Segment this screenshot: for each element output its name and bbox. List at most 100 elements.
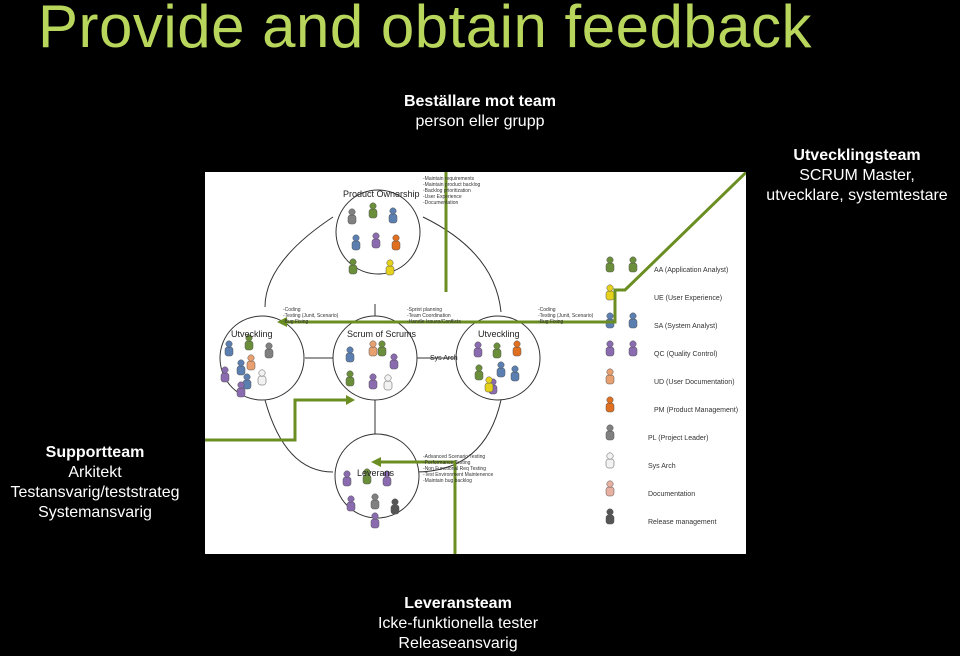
person-icon <box>220 366 230 383</box>
person-icon <box>492 342 502 359</box>
person-icon <box>605 452 615 469</box>
person-icon <box>628 340 638 357</box>
callout-heading: Supportteam <box>45 444 145 461</box>
label-utveckling-right: Utveckling <box>478 329 520 339</box>
label-sys-arch: Sys Arch <box>430 355 458 362</box>
circle-product-ownership <box>335 189 421 275</box>
legend-label: AA (Application Analyst) <box>654 267 729 274</box>
callout-line: utvecklare, systemtestare <box>766 187 948 204</box>
notes-utveckling-left: -Coding -Testing (Junit, Scenario) -Bug … <box>283 307 339 325</box>
arrowhead-bottom <box>371 457 381 467</box>
person-icon <box>351 234 361 251</box>
flow-curve <box>264 216 334 308</box>
person-icon <box>371 232 381 249</box>
person-icon <box>383 374 393 391</box>
person-icon <box>605 424 615 441</box>
person-icon <box>345 346 355 363</box>
person-icon <box>346 495 356 512</box>
person-icon <box>368 202 378 219</box>
legend-label: PL (Project Leader) <box>648 435 709 442</box>
person-icon <box>605 340 615 357</box>
arrowhead-left <box>346 395 355 405</box>
person-icon <box>368 340 378 357</box>
callout-line: Arkitekt <box>68 464 122 481</box>
person-icon <box>370 512 380 529</box>
person-icon <box>244 334 254 351</box>
person-icon <box>257 369 267 386</box>
person-icon <box>377 340 387 357</box>
person-icon <box>382 470 392 487</box>
arrow-top <box>444 172 448 292</box>
person-icon <box>605 368 615 385</box>
person-icon <box>496 361 506 378</box>
callout-line: Testansvarig/teststrateg <box>10 484 180 501</box>
arrow-left <box>205 398 350 442</box>
person-icon <box>628 312 638 329</box>
person-icon <box>605 480 615 497</box>
person-icon <box>628 256 638 273</box>
person-icon <box>605 312 615 329</box>
page-title: Provide and obtain feedback <box>38 0 813 60</box>
person-icon <box>388 207 398 224</box>
notes-product-ownership: -Maintain requirements -Maintain product… <box>423 176 481 206</box>
person-icon <box>264 342 274 359</box>
callout-heading: Beställare mot team <box>403 93 557 110</box>
person-icon <box>236 381 246 398</box>
legend-icons <box>605 256 638 525</box>
callout-delivery-team: Leveransteam Icke-funktionella tester Re… <box>358 594 558 654</box>
person-icon <box>510 365 520 382</box>
arrow-bottom <box>375 460 457 554</box>
legend-label: UE (User Experience) <box>654 295 723 302</box>
person-icon <box>605 508 615 525</box>
person-icon <box>348 258 358 275</box>
callout-support-team: Supportteam Arkitekt Testansvarig/testst… <box>0 443 190 523</box>
person-icon <box>605 396 615 413</box>
legend-label: QC (Quality Control) <box>654 351 718 358</box>
callout-line: Releaseansvarig <box>398 635 518 652</box>
arrowhead-right <box>277 317 287 327</box>
callout-dev-team: Utvecklingsteam SCRUM Master, utvecklare… <box>752 146 960 206</box>
callout-line: SCRUM Master, <box>799 167 915 184</box>
person-icon <box>345 370 355 387</box>
scrum-diagram: Product Ownership Utveckling Scrum of Sc… <box>205 172 746 554</box>
callout-customer: Beställare mot team person eller grupp <box>380 92 580 132</box>
person-icon <box>368 373 378 390</box>
person-icon <box>473 341 483 358</box>
legend-label: SA (System Analyst) <box>654 323 718 330</box>
person-icon <box>347 208 357 225</box>
person-icon <box>236 359 246 376</box>
person-icon <box>605 284 615 301</box>
person-icon <box>246 354 256 371</box>
callout-line: Icke-funktionella tester <box>377 615 539 632</box>
person-icon <box>391 234 401 251</box>
label-scrum-of-scrums: Scrum of Scrums <box>347 329 417 339</box>
callout-line: Systemansvarig <box>38 504 152 521</box>
person-icon <box>484 376 494 393</box>
person-icon <box>474 364 484 381</box>
person-icon <box>385 259 395 276</box>
label-utveckling-left: Utveckling <box>231 329 273 339</box>
notes-utveckling-right: -Coding -Testing (Junit, Scenario) -Bug … <box>538 307 594 325</box>
diagram-canvas <box>205 172 746 554</box>
person-icon <box>370 493 380 510</box>
person-icon <box>605 256 615 273</box>
legend-label: UD (User Documentation) <box>654 379 735 386</box>
legend-label: Documentation <box>648 491 696 498</box>
person-icon <box>362 468 372 485</box>
person-icon <box>512 340 522 357</box>
person-icon <box>224 340 234 357</box>
flow-curve <box>422 216 502 313</box>
legend-label: Release management <box>648 519 717 526</box>
notes-leverans: -Advanced Scenario Testing -Performance … <box>423 454 494 484</box>
arrow-right <box>283 172 746 324</box>
person-icon <box>390 498 400 515</box>
person-icon <box>242 373 252 390</box>
notes-scrum-of-scrums: -Sprint planning -Team Coordination -Han… <box>407 307 461 325</box>
legend-label: Sys Arch <box>648 463 676 470</box>
callout-line: person eller grupp <box>415 113 545 130</box>
callout-heading: Leveransteam <box>404 595 512 612</box>
circle-utveckling-left <box>219 315 305 401</box>
people-icons <box>220 202 522 529</box>
person-icon <box>342 470 352 487</box>
flow-curve <box>414 399 502 473</box>
